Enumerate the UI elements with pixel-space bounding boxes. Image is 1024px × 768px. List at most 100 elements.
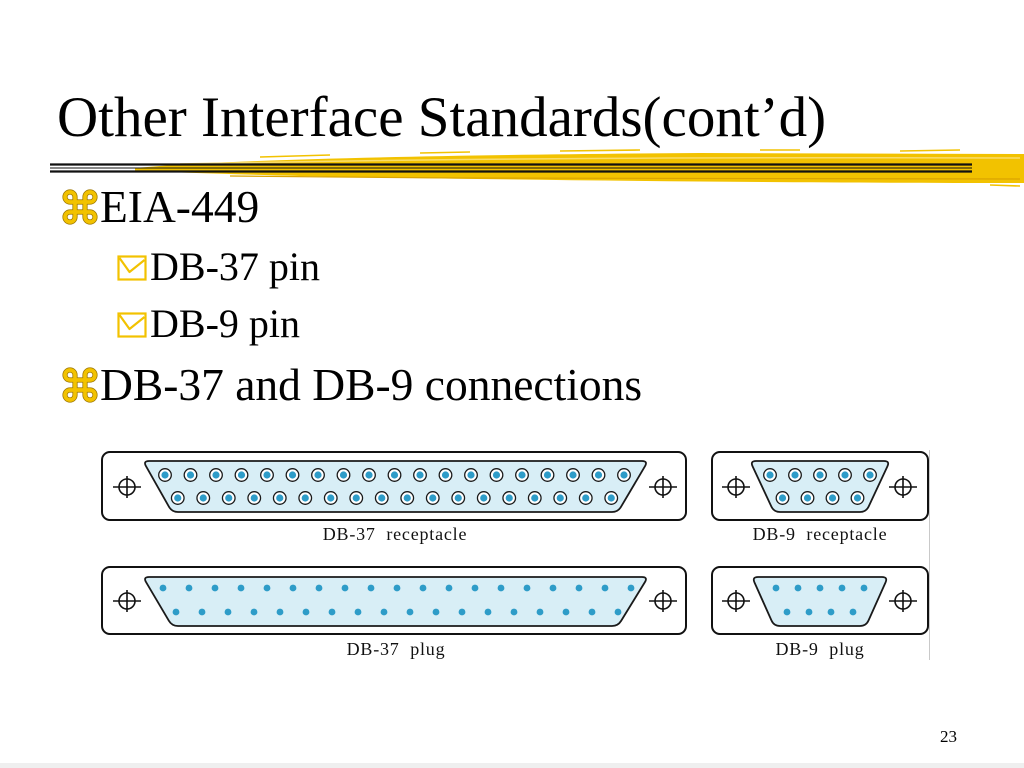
- connector-artwork: [711, 566, 929, 635]
- plug-pin-icon: [627, 584, 635, 592]
- plug-pin-icon: [302, 608, 310, 616]
- connector-label: DB-37 receptacle: [323, 524, 468, 544]
- receptacle-pin-icon: [374, 491, 389, 505]
- connector-artwork: [101, 451, 687, 521]
- plug-pin-icon: [380, 608, 388, 616]
- plug-pin-icon: [185, 584, 193, 592]
- receptacle-pin-icon: [838, 468, 852, 482]
- receptacle-pin-icon: [349, 491, 364, 505]
- receptacle-pin-icon: [763, 468, 777, 482]
- plug-pin-icon: [315, 584, 323, 592]
- receptacle-pin-icon: [170, 491, 185, 505]
- receptacle-pin-icon: [800, 491, 815, 505]
- receptacle-pin-icon: [515, 468, 529, 482]
- plug-pin-icon: [575, 584, 583, 592]
- plug-pin-icon: [354, 608, 362, 616]
- receptacle-pin-icon: [221, 491, 236, 505]
- plug-pin-icon: [549, 584, 557, 592]
- receptacle-pin-icon: [425, 491, 440, 505]
- db9-receptacle-connector: DB-9 receptacle: [711, 451, 929, 544]
- receptacle-pin-icon: [578, 491, 593, 505]
- plug-pin-icon: [497, 584, 505, 592]
- footer-band: [0, 763, 1024, 768]
- receptacle-pin-icon: [438, 468, 453, 482]
- mounting-hole-icon: [889, 590, 917, 612]
- db37-receptacle-connector: DB-37 receptacle: [101, 451, 687, 544]
- plug-pin-icon: [211, 584, 219, 592]
- plug-pin-icon: [772, 584, 780, 592]
- command-icon: [62, 367, 98, 403]
- plug-pin-icon: [159, 584, 167, 592]
- receptacle-pin-icon: [413, 468, 427, 482]
- brush-highlight: [179, 157, 1021, 165]
- plug-pin-icon: [445, 584, 453, 592]
- plug-pin-icon: [250, 608, 258, 616]
- plug-pin-icon: [849, 608, 857, 616]
- checkbox-icon: [117, 312, 147, 338]
- receptacle-pin-icon: [788, 468, 802, 482]
- pin-group: [763, 468, 877, 505]
- plug-pin-icon: [263, 584, 271, 592]
- receptacle-pin-icon: [209, 468, 223, 482]
- title-underline-decoration: [50, 149, 1024, 187]
- plug-pin-icon: [198, 608, 206, 616]
- receptacle-pin-icon: [183, 468, 198, 482]
- mounting-hole-icon: [889, 476, 917, 498]
- plug-pin-icon: [289, 584, 297, 592]
- plug-pin-icon: [794, 584, 802, 592]
- receptacle-pin-icon: [260, 468, 274, 482]
- receptacle-pin-icon: [502, 491, 517, 505]
- mounting-hole-icon: [722, 590, 750, 612]
- connector-artwork: [101, 566, 687, 635]
- plug-pin-icon: [419, 584, 427, 592]
- receptacle-pin-icon: [825, 491, 840, 505]
- receptacle-pin-icon: [298, 491, 313, 505]
- plug-pin-icon: [601, 584, 609, 592]
- receptacle-pin-icon: [311, 468, 325, 482]
- receptacle-pin-icon: [196, 491, 211, 505]
- receptacle-pin-icon: [234, 468, 249, 482]
- plug-pin-icon: [224, 608, 232, 616]
- receptacle-pin-icon: [775, 491, 790, 505]
- pin-group: [772, 584, 868, 616]
- bullet-text: DB-37 and DB-9 connections: [100, 359, 643, 410]
- plug-pin-icon: [860, 584, 868, 592]
- checkbox-icon: [117, 255, 147, 281]
- plug-pin-icon: [783, 608, 791, 616]
- receptacle-pin-icon: [400, 491, 415, 505]
- plug-pin-icon: [523, 584, 531, 592]
- connector-shell: [752, 576, 888, 627]
- receptacle-pin-icon: [540, 468, 555, 482]
- connector-label: DB-37 plug: [347, 639, 446, 659]
- plug-pin-icon: [393, 584, 401, 592]
- receptacle-pin-icon: [451, 491, 466, 505]
- plug-pin-icon: [237, 584, 245, 592]
- receptacle-pin-icon: [323, 491, 338, 505]
- receptacle-pin-icon: [863, 468, 877, 482]
- receptacle-pin-icon: [464, 468, 478, 482]
- plug-pin-icon: [838, 584, 846, 592]
- connector-artwork: [711, 451, 929, 521]
- receptacle-pin-icon: [285, 468, 300, 482]
- bullet-text: EIA-449: [100, 181, 260, 232]
- receptacle-pin-icon: [527, 491, 542, 505]
- plug-pin-icon: [562, 608, 570, 616]
- receptacle-pin-icon: [617, 468, 631, 482]
- slide-title: Other Interface Standards(cont’d): [57, 86, 827, 149]
- command-icon: [62, 189, 98, 225]
- receptacle-pin-icon: [813, 468, 827, 482]
- receptacle-pin-icon: [850, 491, 865, 505]
- connector-label: DB-9 plug: [776, 639, 865, 659]
- receptacle-pin-icon: [489, 468, 504, 482]
- receptacle-pin-icon: [387, 468, 402, 482]
- db9-plug-connector: DB-9 plug: [711, 566, 929, 659]
- receptacle-pin-icon: [476, 491, 491, 505]
- plug-pin-icon: [406, 608, 414, 616]
- receptacle-pin-icon: [591, 468, 606, 482]
- plug-pin-icon: [341, 584, 349, 592]
- sub-bullet-text: DB-9 pin: [150, 301, 300, 346]
- receptacle-pin-icon: [247, 491, 262, 505]
- plug-pin-icon: [536, 608, 544, 616]
- plug-pin-icon: [510, 608, 518, 616]
